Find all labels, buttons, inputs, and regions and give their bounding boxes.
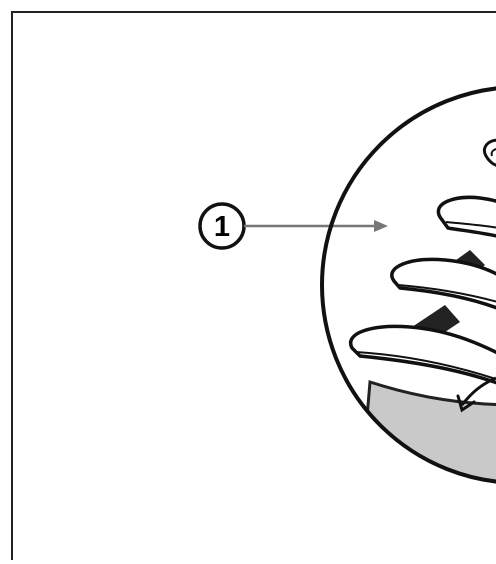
- insertion-arrow-line: [462, 378, 496, 405]
- shaded-base: [360, 382, 496, 500]
- callout-1: 1: [200, 204, 244, 248]
- leader-arrow: [244, 220, 388, 232]
- callout-1-label: 1: [214, 211, 230, 243]
- magnified-detail: [351, 140, 496, 500]
- arrow-right-icon: [374, 220, 388, 232]
- top-flap-tip: [484, 140, 496, 166]
